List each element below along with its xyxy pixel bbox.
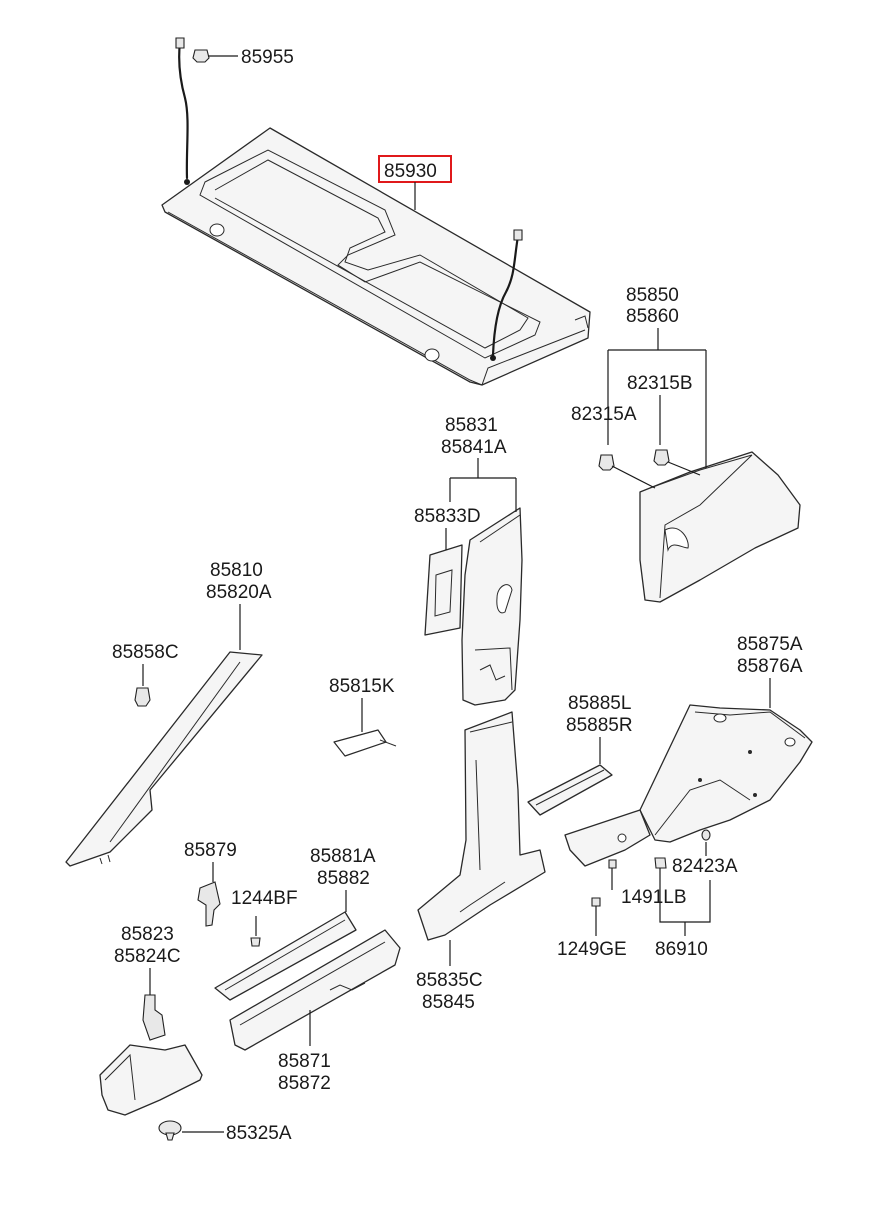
- front-sill-trim-85871[interactable]: [229, 929, 401, 1051]
- pad-85815k[interactable]: [333, 729, 397, 757]
- clip-85955[interactable]: [192, 49, 238, 63]
- label-1249ge: 1249GE: [557, 939, 627, 960]
- label-85879: 85879: [184, 840, 237, 861]
- label-85824c: 85824C: [114, 946, 181, 967]
- label-85885l: 85885L: [568, 693, 631, 714]
- b-pillar-upper-trim-85831[interactable]: [461, 507, 523, 706]
- label-85882: 85882: [317, 868, 370, 889]
- label-85823: 85823: [121, 924, 174, 945]
- a-pillar-trim-85810[interactable]: [65, 651, 263, 867]
- label-85930[interactable]: 85930: [384, 161, 437, 182]
- label-85858c: 85858C: [112, 642, 179, 663]
- label-85875a: 85875A: [737, 634, 803, 655]
- label-85955: 85955: [241, 47, 294, 68]
- label-85835c: 85835C: [416, 970, 483, 991]
- label-85820a: 85820A: [206, 582, 272, 603]
- label-1244bf: 1244BF: [231, 888, 298, 909]
- tray-strap-right: [490, 229, 523, 361]
- label-1491lb: 1491LB: [621, 887, 687, 908]
- package-tray-85930[interactable]: [161, 127, 591, 386]
- label-85841a: 85841A: [441, 437, 507, 458]
- screw-1249ge[interactable]: [591, 897, 601, 907]
- tray-strap-left: [175, 37, 190, 185]
- label-82315a: 82315A: [571, 404, 637, 425]
- label-85872: 85872: [278, 1073, 331, 1094]
- label-82423a: 82423A: [672, 856, 738, 877]
- label-82315b: 82315B: [627, 373, 693, 394]
- rear-scuff-plate-85885l[interactable]: [527, 764, 613, 816]
- highlight-box-85930: [378, 155, 452, 183]
- kick-panel-85823[interactable]: [99, 994, 203, 1116]
- label-85850: 85850: [626, 285, 679, 306]
- clip-82423a[interactable]: [701, 829, 711, 841]
- screw-1244bf[interactable]: [250, 916, 261, 947]
- label-85876a: 85876A: [737, 656, 803, 677]
- clip-82315b[interactable]: [653, 449, 701, 476]
- label-85831: 85831: [445, 415, 498, 436]
- clip-85325a[interactable]: [158, 1120, 224, 1141]
- front-scuff-plate-85881a[interactable]: [214, 911, 357, 1001]
- label-85815k: 85815K: [329, 676, 395, 697]
- clip-86910[interactable]: [654, 857, 667, 869]
- b-pillar-insert-85833d[interactable]: [424, 544, 463, 636]
- cowl-side-trim-85875a[interactable]: [639, 704, 813, 843]
- label-85833d: 85833D: [414, 506, 481, 527]
- label-85871: 85871: [278, 1051, 331, 1072]
- label-85810: 85810: [210, 560, 263, 581]
- label-85881a: 85881A: [310, 846, 376, 867]
- bracket-85879[interactable]: [197, 881, 221, 927]
- clip-82315a[interactable]: [598, 454, 656, 489]
- label-85885r: 85885R: [566, 715, 633, 736]
- clip-85858c[interactable]: [134, 687, 151, 707]
- quarter-trim-85850[interactable]: [639, 451, 801, 603]
- label-85845: 85845: [422, 992, 475, 1013]
- label-85860: 85860: [626, 306, 679, 327]
- rear-sill-trim[interactable]: [564, 809, 651, 867]
- screw-1491lb[interactable]: [608, 859, 617, 890]
- b-pillar-lower-trim-85835c[interactable]: [417, 711, 546, 941]
- label-86910: 86910: [655, 939, 708, 960]
- label-85325a: 85325A: [226, 1123, 292, 1144]
